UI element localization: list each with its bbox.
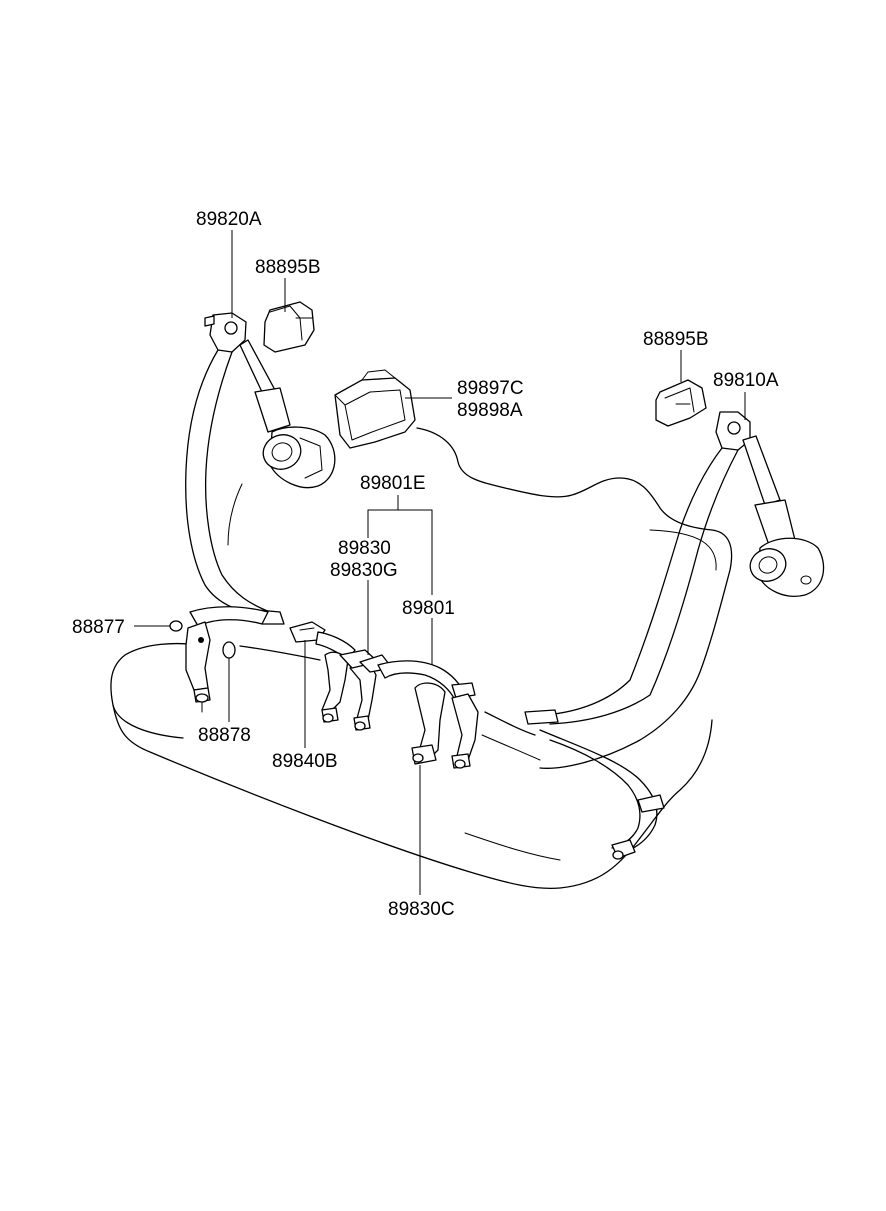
right-retractor-belt [524, 411, 825, 860]
label-89897C: 89897C [457, 378, 524, 399]
label-89830C: 89830C [388, 899, 455, 920]
label-89898A: 89898A [457, 400, 523, 421]
label-88877: 88877 [72, 617, 125, 638]
left-lap-anchor [169, 606, 269, 713]
belt-cover [334, 369, 416, 449]
label-89801: 89801 [402, 598, 455, 619]
label-88878: 88878 [198, 725, 251, 746]
label-89830G: 89830G [330, 560, 398, 581]
label-89801E: 89801E [360, 473, 426, 494]
right-trim-cover [655, 379, 707, 427]
left-retractor-belt [185, 312, 336, 625]
part-labels: 89820A 88895B 89897C 89898A 88895B 89810… [72, 209, 779, 920]
label-89830: 89830 [338, 538, 391, 559]
seat-cushion [110, 642, 713, 890]
seat-back [416, 427, 733, 769]
label-89820A: 89820A [196, 209, 262, 230]
center-buckles [289, 621, 479, 769]
label-88895B-right: 88895B [643, 329, 709, 350]
leader-lines [134, 230, 746, 895]
left-trim-cover [263, 301, 315, 353]
label-88895B-left: 88895B [255, 257, 321, 278]
label-89810A: 89810A [713, 370, 779, 391]
label-89840B: 89840B [272, 751, 338, 772]
